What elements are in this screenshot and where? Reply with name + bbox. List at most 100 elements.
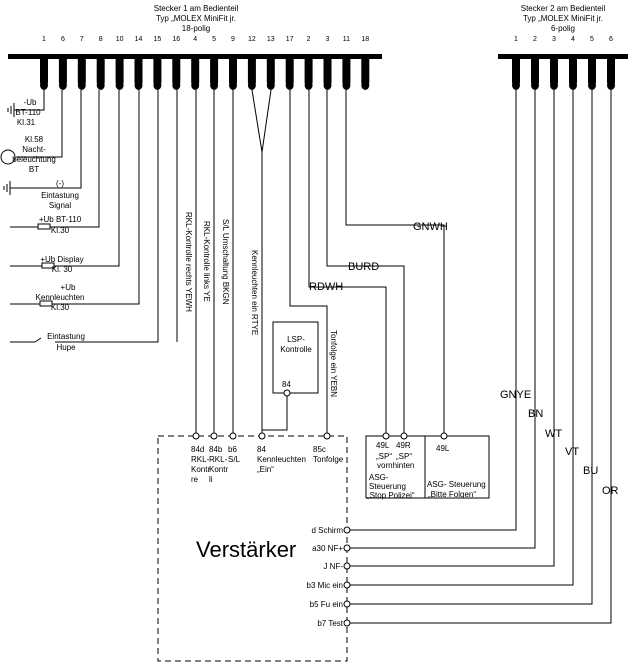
connector1-pin <box>172 59 181 83</box>
wire-pin11 <box>345 90 445 436</box>
connector1-pin-label: 16 <box>172 36 180 43</box>
connector1-pin <box>115 59 124 83</box>
wire-label-vt: VT <box>565 446 579 458</box>
vlabel-rkl-rechts: RKL-Kontrolle rechts YEWH <box>184 212 193 312</box>
amp-side-label: a30 NF+ <box>312 544 343 553</box>
asg1-sp1: „SP“ <box>376 452 392 461</box>
amp-84d-re: re <box>191 475 199 484</box>
connector1-pin <box>153 59 162 83</box>
connector1-pin-label: 6 <box>61 36 65 43</box>
lsp-box <box>272 321 319 394</box>
connector1-pin-label: 15 <box>154 36 162 43</box>
asg2-terminal-49l <box>440 432 448 440</box>
connector1-pin-label: 7 <box>80 36 84 43</box>
connector1-pin-tip <box>247 80 256 90</box>
connector1-pin-tip <box>285 80 294 90</box>
connector1-pin-tip <box>172 80 181 90</box>
connector1-pin-tip <box>323 80 332 90</box>
wire-pin17 <box>289 90 328 436</box>
wire-pin1 <box>14 90 45 111</box>
lamp-icon <box>0 149 16 165</box>
label-kl30-2: Kl. 30 <box>52 265 73 274</box>
connector1-pin-label: 13 <box>267 36 275 43</box>
amp-side-label: J NF- <box>323 562 343 571</box>
wire-label-bu: BU <box>583 465 598 477</box>
connector2-title-3: 6-polig <box>551 24 575 33</box>
connector1-bar <box>8 54 382 59</box>
asg1-49l: 49L <box>376 441 390 450</box>
connector2-pin <box>550 59 558 83</box>
amp-side-terminal <box>343 526 351 534</box>
lsp-label-1: LSP- <box>287 335 305 344</box>
wire-label-gnwh: GNWH <box>413 221 448 233</box>
fuse-1 <box>37 223 51 230</box>
asg1-sp2: „SP“ <box>396 452 412 461</box>
amp-84b-li: li <box>209 475 213 484</box>
label-eintastung-hupe: Eintastung <box>47 332 85 341</box>
wire-pin14 <box>10 90 140 305</box>
asg1-49r: 49R <box>396 441 411 450</box>
connector2-pin <box>569 59 577 83</box>
connector2-pin-tip <box>607 80 615 90</box>
wire-c2-pin1 <box>347 90 517 531</box>
asg1-label-3: „Stop Polizei“ <box>367 491 415 500</box>
connector2-pin <box>531 59 539 83</box>
label-eintastung: Eintastung <box>41 191 79 200</box>
amp-85c: 85c <box>313 445 326 454</box>
amp-b6: b6 <box>228 445 237 454</box>
connector2-pin-tip <box>588 80 596 90</box>
wire-pin6 <box>16 90 63 158</box>
connector1-pin-label: 8 <box>99 36 103 43</box>
connector2-pin <box>588 59 596 83</box>
label-kl58: Kl.58 <box>25 135 44 144</box>
connector1-pin <box>229 59 237 83</box>
amp-side-terminal <box>343 600 351 608</box>
fuse-2 <box>41 262 55 269</box>
connector2-pin-tip <box>550 80 558 90</box>
connector2-pin-label: 5 <box>590 36 594 43</box>
amp-side-terminal <box>343 562 351 570</box>
connector1-pin-tip <box>304 80 313 90</box>
label-hupe: Hupe <box>56 343 76 352</box>
connector1-pin-label: 11 <box>343 36 350 43</box>
connector2-pin-tip <box>569 80 577 90</box>
connector1-pin <box>304 59 313 83</box>
asg1-label-1: ASG- <box>369 473 389 482</box>
amp-84: 84 <box>257 445 266 454</box>
wire-pin15 <box>55 90 159 343</box>
wire-c2-pin4 <box>347 90 574 586</box>
label-signal: Signal <box>49 201 71 210</box>
connector2-pin <box>607 59 615 83</box>
connector1-pin-tip <box>58 80 67 90</box>
wire-c2-pin6 <box>347 90 612 624</box>
wires <box>10 89 612 624</box>
wire-lsp <box>262 393 288 431</box>
label-display: +Ub Display <box>40 255 83 264</box>
amp-side-label: d Schirm <box>311 526 343 535</box>
amp-84b-rkl: RKL- <box>209 455 228 464</box>
connector1-title-2: Typ „MOLEX MiniFit jr. <box>156 14 236 23</box>
asg2-label-1: ASG- Steuerung <box>427 480 486 489</box>
connector1-pin-label: 10 <box>116 36 124 43</box>
amp-84b-kontr: Kontr <box>209 465 228 474</box>
amp-84d-kontr: Kontr <box>191 465 210 474</box>
wire-label-rdwh: RDWH <box>309 281 343 293</box>
connector1-pin <box>342 59 351 83</box>
connector1-pin-label: 3 <box>326 36 330 43</box>
lsp-label-2: Kontrolle <box>280 345 312 354</box>
vlabel-rkl-links: RKL-Kontrolle links YE <box>202 221 211 302</box>
amp-84-ein: „Ein“ <box>257 465 274 474</box>
connector2-pin-label: 2 <box>533 36 537 43</box>
connector1-title-1: Stecker 1 am Bedienteil <box>154 4 239 13</box>
connector1-pin <box>191 59 200 83</box>
label-kl30-3: Kl.30 <box>51 303 70 312</box>
label-kennleuchten: Kennleuchten <box>36 293 85 302</box>
wire-c2-pin5 <box>347 90 593 605</box>
asg2-label-2: „Bitte Folgen“ <box>428 490 476 499</box>
wire-label-burd: BURD <box>348 261 379 273</box>
switch-lever <box>34 337 42 343</box>
connector1-pin-tip <box>77 80 86 90</box>
